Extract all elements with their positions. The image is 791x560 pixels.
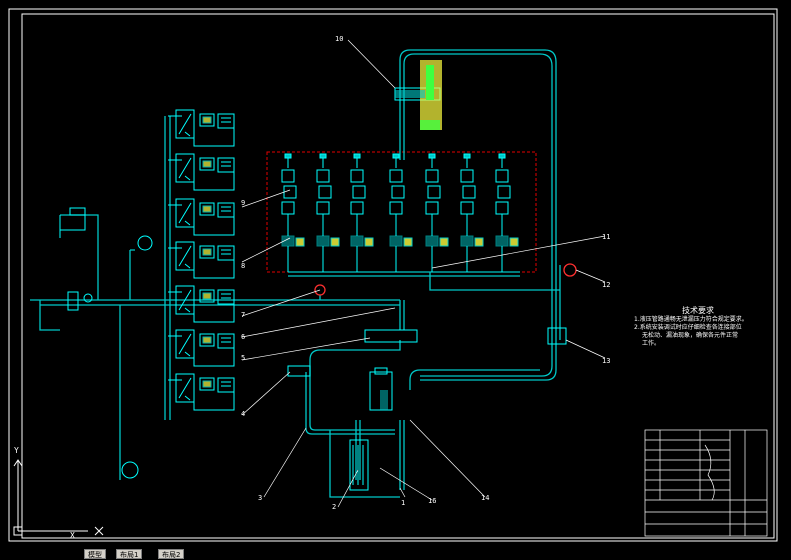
check-valve: [547, 327, 567, 345]
ucs-x-label: X: [70, 531, 75, 540]
pressure-gauge: [314, 284, 326, 296]
solenoid-valve: [168, 198, 235, 236]
ucs-y-label: Y: [14, 446, 19, 455]
hydraulic-cylinder: [394, 60, 442, 130]
outer-frame: [8, 8, 778, 542]
tech-note-2: 2.系统安装调试时应仔细检查各连接部位: [634, 324, 742, 331]
filter-block: [364, 329, 418, 343]
tab-layout1[interactable]: 布局1: [116, 549, 143, 559]
valve-group-box: [266, 151, 537, 273]
valve-array: [281, 153, 519, 272]
callout-12: 12: [602, 281, 611, 289]
callout-14: 14: [481, 494, 490, 502]
solenoid-valve: [168, 153, 235, 191]
solenoid-valve: [168, 285, 235, 323]
callout-2: 2: [332, 503, 337, 511]
valve-column: [350, 153, 374, 272]
tech-requirements-title: 技术要求: [682, 306, 714, 315]
gauge-left-top: [137, 235, 153, 251]
solenoid-valve: [168, 241, 235, 279]
solenoid-valve: [168, 373, 235, 411]
tab-model[interactable]: 模型: [84, 549, 106, 559]
callout-3: 3: [258, 494, 263, 502]
callout-11: 11: [602, 233, 611, 241]
tech-note-1: 1.液压管路通畅无泄漏压力符合规定要求。: [634, 316, 748, 323]
valve-column: [389, 153, 413, 272]
inner-frame: [21, 13, 775, 539]
callout-13: 13: [602, 357, 611, 365]
tech-note-4: 工作。: [642, 340, 661, 347]
relief-valve: [287, 365, 311, 377]
callout-16: 16: [428, 497, 437, 505]
callout-8: 8: [241, 262, 246, 270]
callout-6: 6: [241, 333, 246, 341]
tank-symbol: [59, 207, 86, 238]
solenoid-valve: [168, 109, 235, 147]
tech-note-3: 无松动、漏油现象，确保各元件正常: [642, 332, 739, 339]
callout-5: 5: [241, 354, 246, 362]
valve-column: [425, 153, 449, 272]
valve-column: [460, 153, 484, 272]
leader-lines: [241, 39, 606, 508]
gauge-left-bottom: [121, 461, 139, 479]
callout-9: 9: [241, 199, 246, 207]
ucs-icon: [13, 459, 104, 536]
callout-1: 1: [401, 499, 406, 507]
valve-column: [281, 153, 305, 272]
valve-column: [495, 153, 519, 272]
pressure-gauge-2: [563, 263, 577, 277]
pipe-network: [30, 49, 561, 498]
solenoid-valve-column: [168, 109, 235, 411]
pump-motor: [349, 367, 393, 491]
title-block: [644, 429, 768, 537]
solenoid-valve: [168, 329, 235, 367]
callout-4: 4: [241, 410, 246, 418]
callout-7: 7: [241, 311, 246, 319]
filter-left: [67, 291, 93, 311]
tab-layout2[interactable]: 布局2: [158, 549, 185, 559]
valve-column: [316, 153, 340, 272]
callout-10: 10: [335, 35, 344, 43]
